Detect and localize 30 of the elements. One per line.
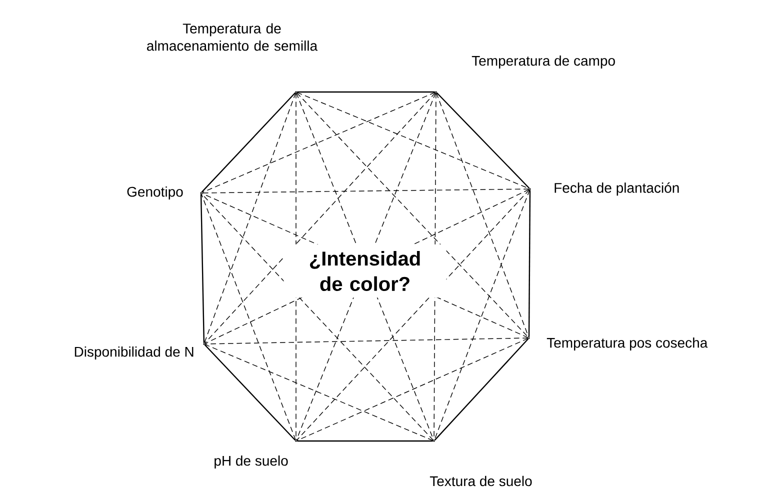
dashed-line bbox=[202, 188, 530, 194]
dashed-line bbox=[204, 92, 296, 344]
dashed-line bbox=[204, 338, 528, 344]
octagon-side bbox=[434, 338, 529, 441]
dashed-line bbox=[201, 193, 434, 441]
dashed-line bbox=[434, 190, 530, 440]
vertex-label: Genotipo bbox=[127, 186, 183, 200]
center-question: ¿Intensidad de color? bbox=[284, 244, 446, 298]
dashed-line bbox=[296, 338, 528, 441]
dashed-line bbox=[204, 344, 434, 441]
dashed-line bbox=[202, 92, 436, 193]
octagon-side bbox=[436, 92, 530, 189]
octagon-side bbox=[204, 344, 296, 441]
octagon-side bbox=[201, 92, 296, 193]
dashed-line bbox=[296, 189, 530, 441]
vertex-label: Disponibilidad de N bbox=[74, 346, 194, 360]
octagon-side bbox=[297, 440, 433, 442]
vertex-label: Fecha de plantación bbox=[554, 182, 679, 196]
octagon-side bbox=[528, 190, 531, 337]
dashed-line bbox=[201, 194, 296, 440]
dashed-line bbox=[436, 92, 529, 338]
dashed-line bbox=[296, 92, 529, 338]
vertex-label: Temperatura de campo bbox=[472, 55, 615, 69]
vertex-label: Textura de suelo bbox=[430, 476, 532, 486]
vertex-label: pH de suelo bbox=[214, 455, 288, 469]
vertex-label: Temperatura de almacenamiento de semilla bbox=[147, 23, 318, 51]
octagon-side bbox=[200, 194, 205, 343]
dashed-line bbox=[204, 92, 436, 344]
vertex-label: Temperatura pos cosecha bbox=[546, 337, 708, 351]
octagon-side bbox=[297, 91, 435, 93]
